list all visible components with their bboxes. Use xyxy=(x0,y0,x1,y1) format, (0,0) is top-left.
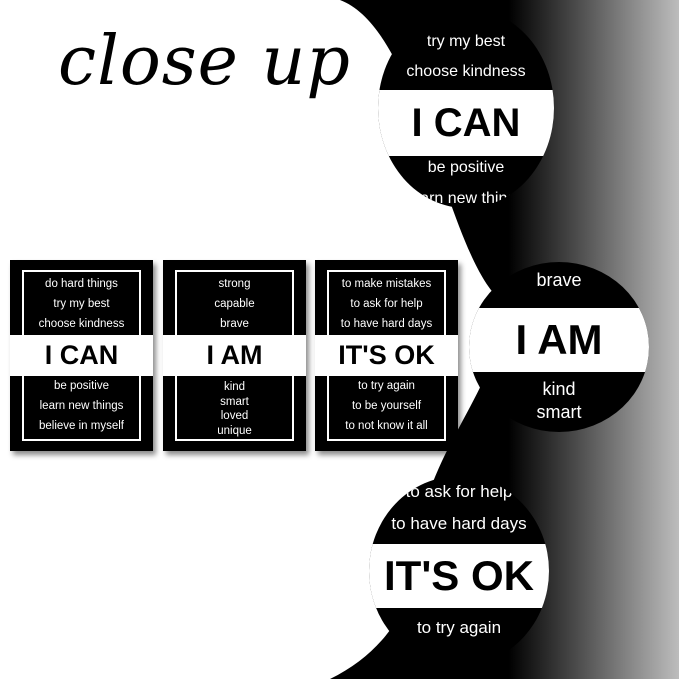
poster-line: to try again xyxy=(358,380,415,392)
poster-line: learn new things xyxy=(39,400,124,412)
poster-line: to make mistakes xyxy=(341,278,432,290)
poster-line: to not know it all xyxy=(345,420,428,432)
poster-line: be positive xyxy=(54,380,109,392)
poster-line: smart xyxy=(220,395,249,408)
poster-heading: I CAN xyxy=(10,335,153,376)
poster-i-can: do hard things try my best choose kindne… xyxy=(10,260,153,451)
closeup-circle-i-can: try my best choose kindness I CAN be pos… xyxy=(378,8,554,208)
poster-line: loved xyxy=(220,410,249,422)
closeup-line: try my best xyxy=(426,33,506,50)
poster-heading: IT'S OK xyxy=(315,335,458,376)
poster-its-ok: to make mistakes to ask for help to have… xyxy=(315,260,458,451)
page-title: close up xyxy=(58,22,351,101)
poster-bottom-lines: to try again to be yourself to not know … xyxy=(315,376,458,436)
poster-line: choose kindness xyxy=(38,318,125,330)
poster-line: strong xyxy=(218,278,251,290)
poster-top-lines: do hard things try my best choose kindne… xyxy=(10,274,153,334)
poster-bottom-lines: be positive learn new things believe in … xyxy=(10,376,153,436)
poster-line: capable xyxy=(214,298,255,310)
closeup-line: to have hard days xyxy=(391,514,527,533)
closeup-heading: IT'S OK xyxy=(369,544,549,608)
poster-line: unique xyxy=(217,424,252,437)
closeup-circle-i-am: brave I AM kind smart xyxy=(469,262,649,432)
poster-line: try my best xyxy=(53,298,110,310)
poster-line: to ask for help xyxy=(350,298,423,310)
closeup-line: choose kindness xyxy=(406,63,526,80)
closeup-line: brave xyxy=(536,270,582,290)
closeup-heading: I CAN xyxy=(378,90,554,156)
closeup-line: to try again xyxy=(416,618,502,637)
closeup-circle-its-ok: to ask for help to have hard days IT'S O… xyxy=(369,476,549,666)
poster-line: do hard things xyxy=(45,278,118,290)
closeup-line: be positive xyxy=(427,159,505,176)
poster-bottom-lines: kind smart loved unique xyxy=(163,380,306,438)
closeup-line: kind xyxy=(542,379,576,399)
poster-i-am: strong capable brave I AM kind smart lov… xyxy=(163,260,306,451)
poster-line: believe in myself xyxy=(38,420,124,432)
poster-line: kind xyxy=(223,381,246,393)
poster-top-lines: to make mistakes to ask for help to have… xyxy=(315,274,458,334)
poster-line: to be yourself xyxy=(351,400,422,412)
closeup-line: smart xyxy=(536,402,582,422)
poster-line: brave xyxy=(220,318,249,330)
closeup-heading: I AM xyxy=(469,308,649,372)
poster-heading: I AM xyxy=(163,335,306,376)
poster-top-lines: strong capable brave xyxy=(163,274,306,334)
poster-line: to have hard days xyxy=(340,318,433,330)
closeup-line: to ask for help xyxy=(405,482,513,501)
closeup-line: learn new things xyxy=(407,190,525,207)
